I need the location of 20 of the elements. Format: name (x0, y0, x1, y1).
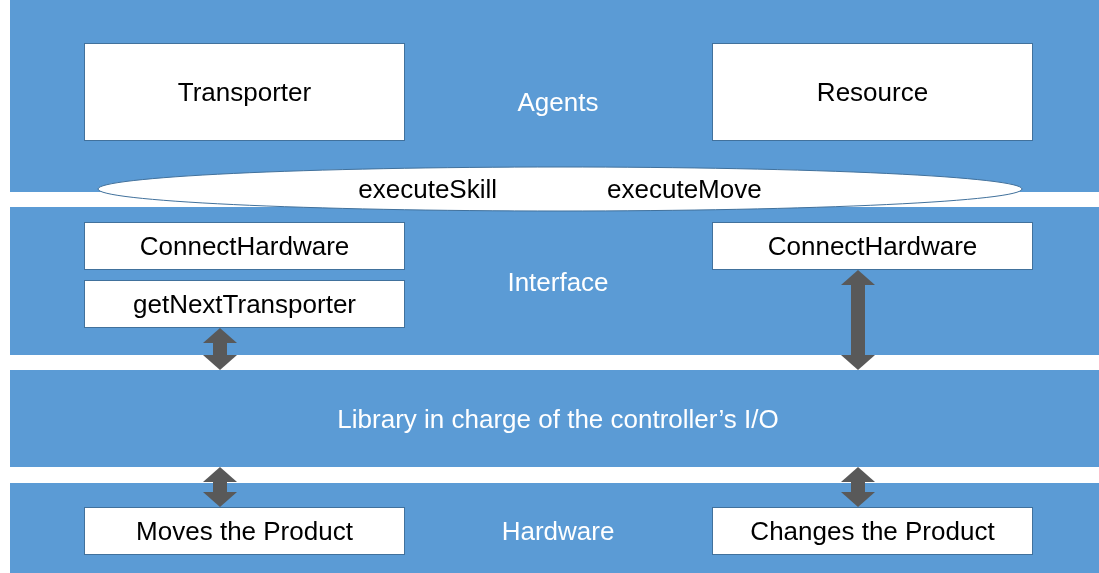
module-box: Moves the Product (84, 507, 405, 555)
method-label: executeMove (607, 172, 762, 206)
method-label: executeSkill (358, 172, 498, 206)
module-box: Changes the Product (712, 507, 1033, 555)
double-arrow (841, 467, 875, 507)
layer-label: Interface (507, 265, 609, 299)
layer-label: Agents (517, 85, 599, 119)
double-arrow (203, 328, 237, 370)
module-box: Transporter (84, 43, 405, 141)
layer-label: Hardware (501, 514, 615, 548)
double-arrow (841, 270, 875, 370)
layer-band (10, 483, 1099, 573)
layer-band (10, 370, 1099, 467)
double-arrow (203, 467, 237, 507)
module-box: Resource (712, 43, 1033, 141)
layer-label: Library in charge of the controller’s I/O (337, 402, 779, 436)
module-box: ConnectHardware (712, 222, 1033, 270)
module-box: getNextTransporter (84, 280, 405, 328)
layer-band (10, 207, 1099, 355)
module-box: ConnectHardware (84, 222, 405, 270)
